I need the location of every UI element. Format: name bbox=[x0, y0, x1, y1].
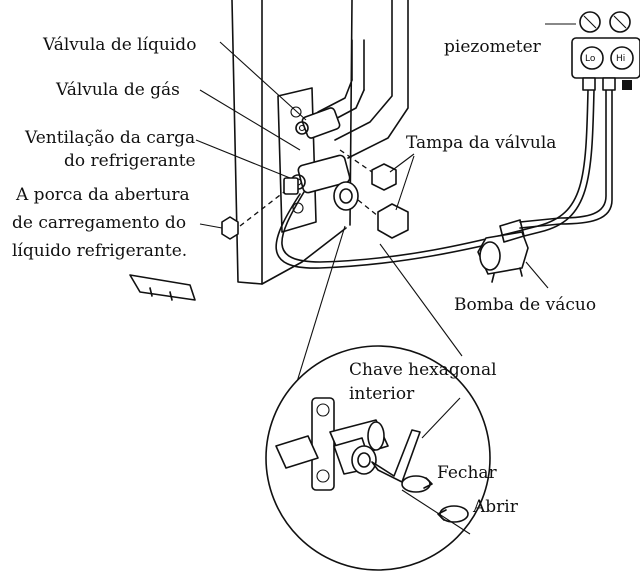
label-liquid-valve: Válvula de líquido bbox=[43, 35, 197, 55]
leader-lines bbox=[195, 41, 415, 229]
refrigerant-pipes bbox=[317, 0, 409, 159]
label-gas-valve: Válvula de gás bbox=[56, 80, 180, 100]
label-hex-key-line1: Chave hexagonal bbox=[349, 360, 497, 380]
charging-port bbox=[283, 177, 299, 195]
vacuum-pump bbox=[477, 219, 549, 289]
gas-valve bbox=[290, 154, 359, 211]
label-piezometer: piezometer bbox=[444, 37, 541, 57]
liquid-valve bbox=[295, 107, 341, 139]
gauge-low-label: Lo bbox=[585, 54, 596, 64]
label-nut-line3: líquido refrigerante. bbox=[12, 241, 188, 261]
label-hex-key-line2: interior bbox=[349, 384, 415, 404]
label-vent-line1: Ventilação da carga bbox=[25, 128, 196, 148]
label-close: Fechar bbox=[437, 463, 497, 483]
label-vent-line2: do refrigerante bbox=[64, 151, 196, 171]
charging-port-nut bbox=[221, 191, 285, 240]
rotation-arrows bbox=[401, 475, 471, 535]
label-nut-line1: A porca da abertura bbox=[16, 185, 190, 205]
label-nut-line2: de carregamento do bbox=[12, 213, 187, 233]
label-valve-cap: Tampa da válvula bbox=[406, 133, 557, 153]
gauge-manifold: Lo Hi bbox=[545, 11, 640, 91]
detail-valve bbox=[275, 397, 389, 491]
charge-hose bbox=[275, 89, 613, 269]
gauge-high-label: Hi bbox=[616, 54, 625, 64]
label-vacuum-pump: Bomba de vácuo bbox=[454, 295, 597, 315]
label-open: Abrir bbox=[473, 497, 518, 517]
detail-hex-key bbox=[371, 397, 461, 483]
valve-mounting-plate bbox=[277, 87, 317, 233]
valve-caps bbox=[339, 149, 409, 239]
